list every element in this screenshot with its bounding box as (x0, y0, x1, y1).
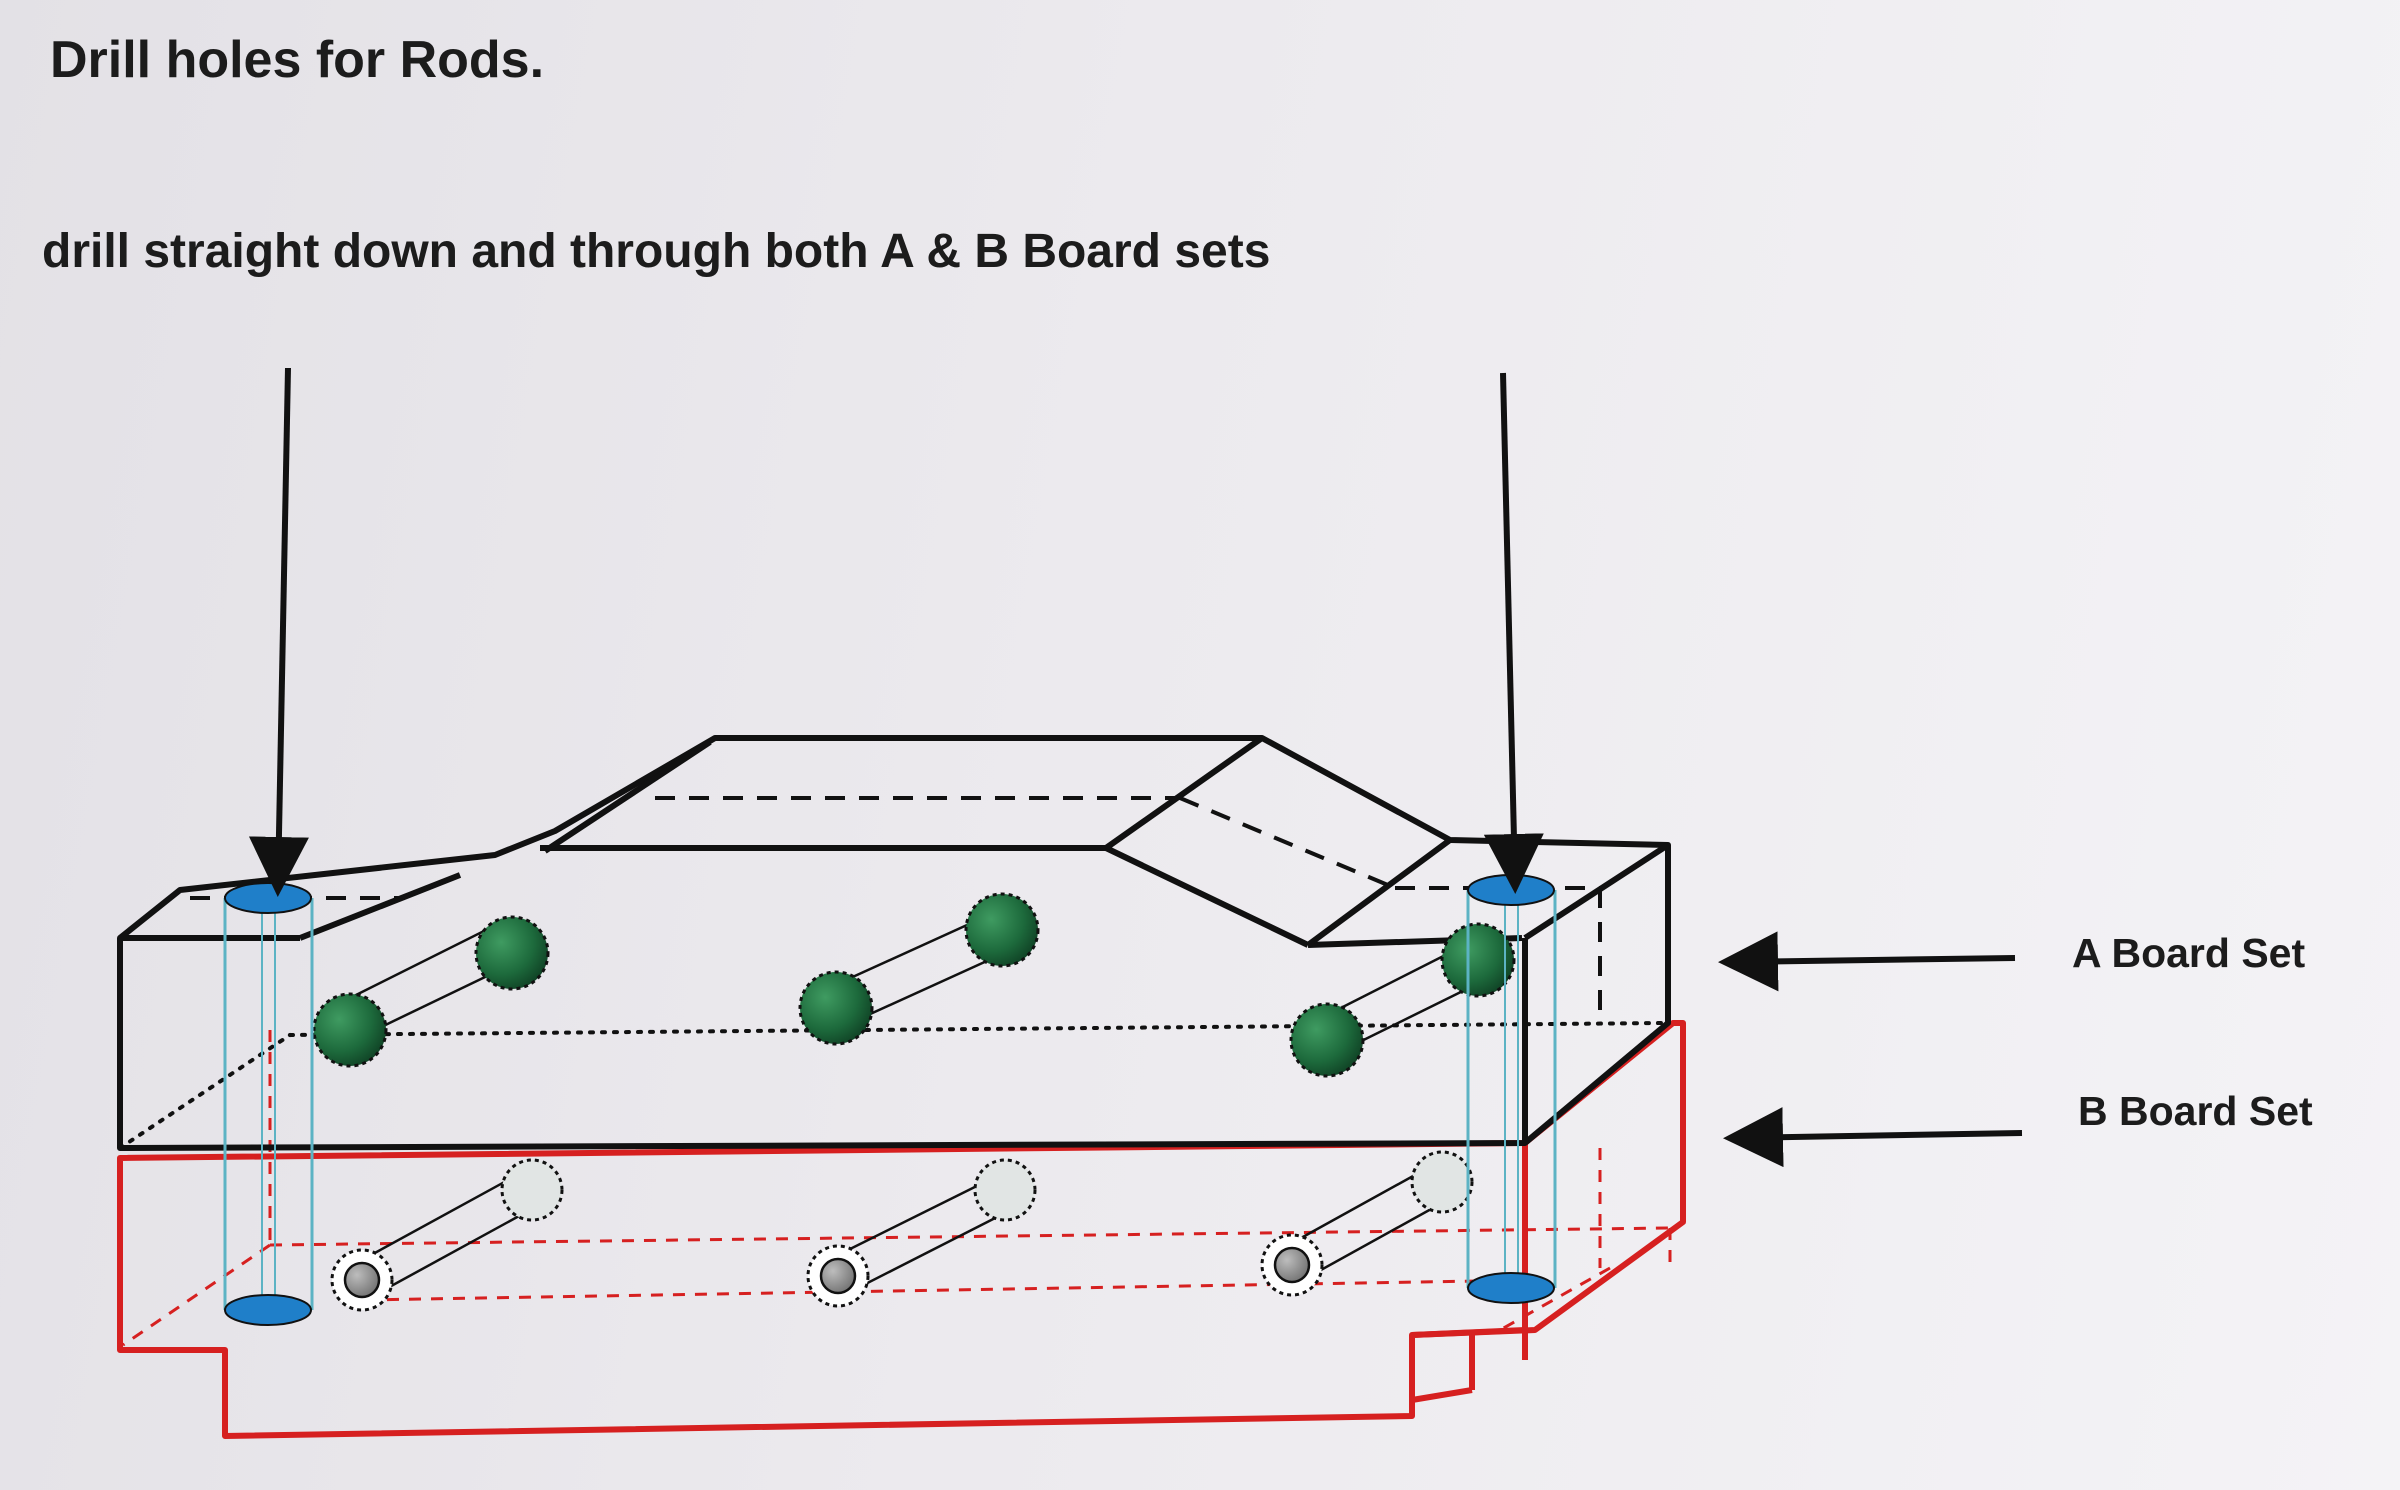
b-board-outline (117, 1020, 1686, 1439)
dowel-end-grey (343, 1261, 381, 1299)
a-board-set-label: A Board Set (2072, 930, 2306, 976)
instruction-text: drill straight down and through both A &… (42, 225, 1271, 278)
b-board-dowel-ends (330, 1150, 1474, 1312)
page-title: Drill holes for Rods. (50, 31, 545, 89)
dowel-end-light (500, 1158, 564, 1222)
a-board-set (117, 735, 1671, 1151)
a-board-dowel-ends (312, 892, 1516, 1078)
b-board-set-label: B Board Set (2078, 1088, 2313, 1134)
b-board-set (117, 1020, 1686, 1439)
rod-hole-left-bottom (224, 1294, 312, 1326)
dowel-end-grey (1273, 1246, 1311, 1284)
dowel-end-green (312, 992, 388, 1068)
a-board-hidden-edges (190, 796, 1602, 1020)
dowel-end-green (798, 970, 874, 1046)
a-board-pointer-arrow (1718, 931, 2016, 992)
dowel-end-light (973, 1158, 1037, 1222)
rod-hole-right-bottom (1467, 1272, 1555, 1304)
rod-hole-left-top (224, 882, 312, 914)
dowel-end-green (1440, 922, 1516, 998)
drill-arrow-left (248, 367, 309, 897)
drill-arrow-right (1483, 372, 1544, 894)
dowel-end-light (1410, 1150, 1474, 1214)
dowel-end-grey (819, 1257, 857, 1295)
rod-hole-right-top (1467, 874, 1555, 906)
dowel-end-green (474, 915, 550, 991)
b-board-pointer-arrow (1723, 1107, 2023, 1168)
drill-arrows (248, 367, 2023, 1168)
dowel-end-green (1289, 1002, 1365, 1078)
dowel-end-green (964, 892, 1040, 968)
